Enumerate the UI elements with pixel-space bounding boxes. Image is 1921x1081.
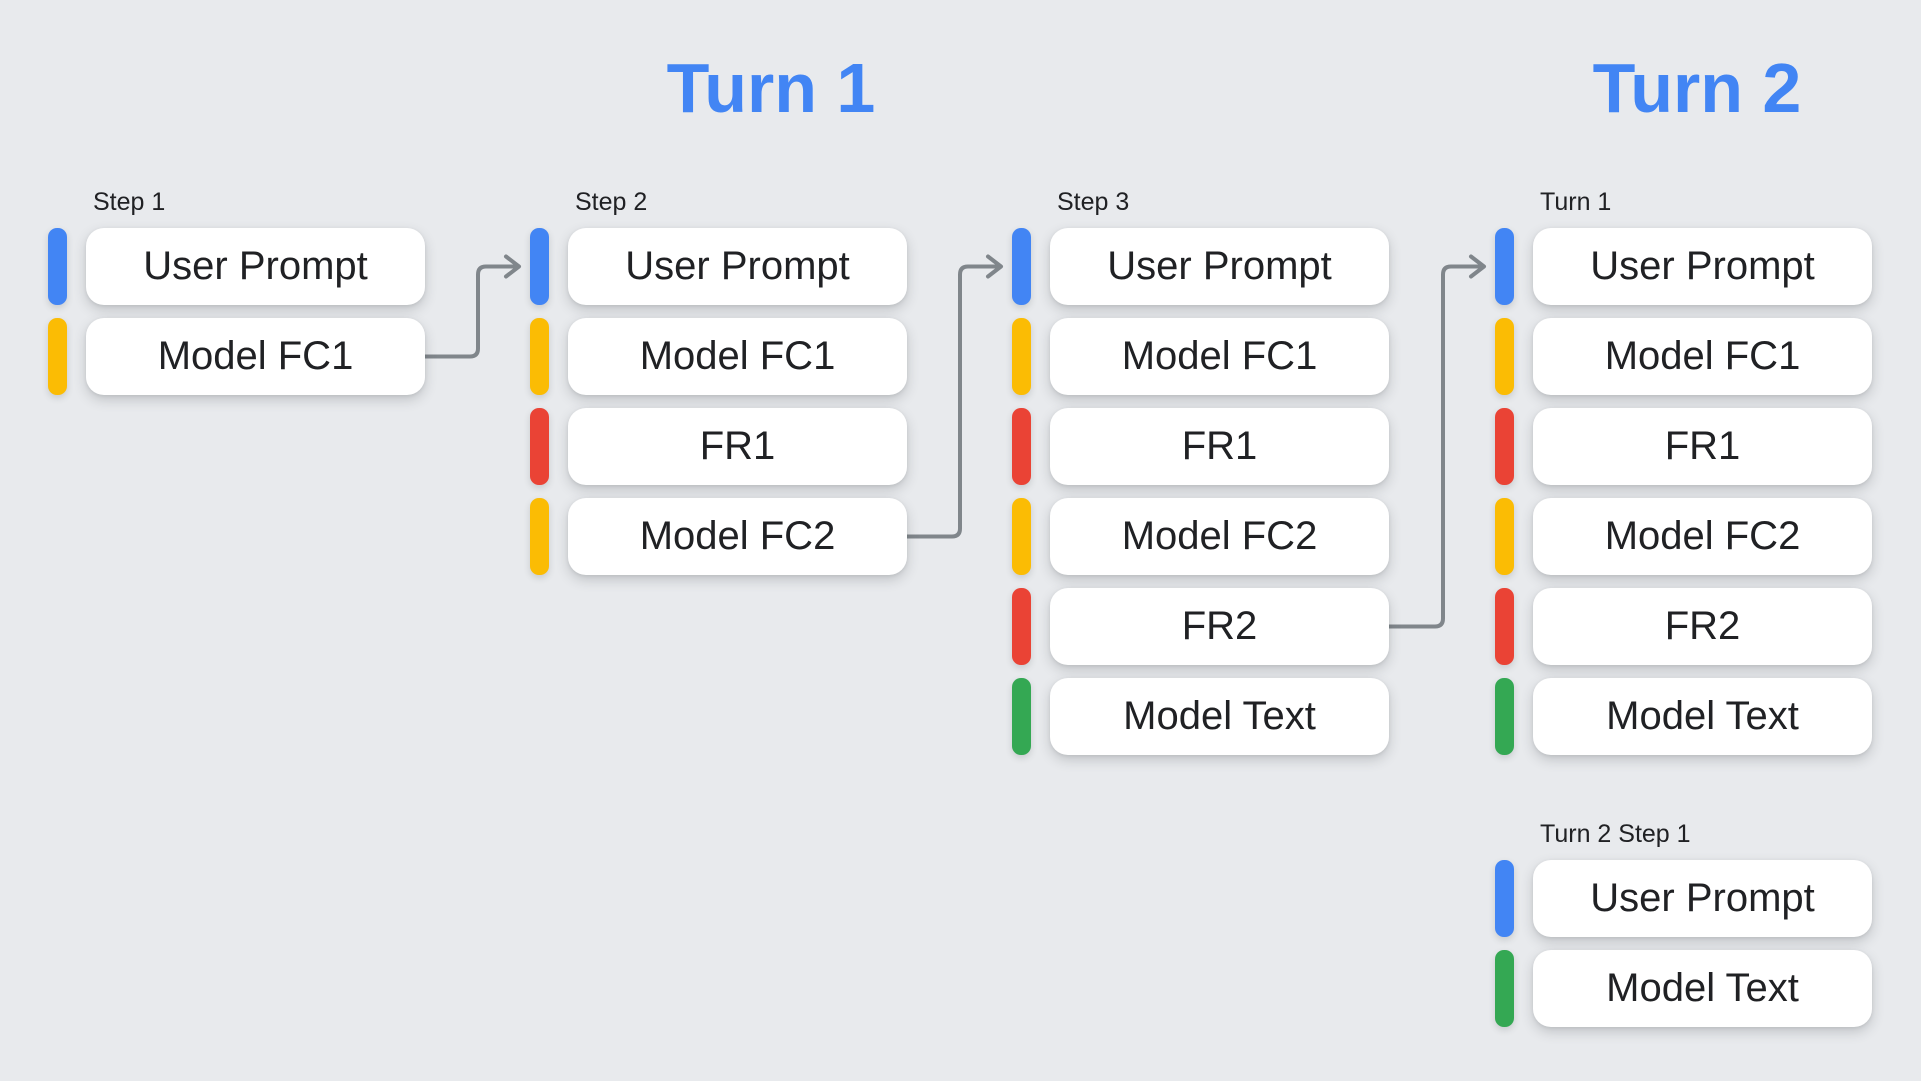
blue-accent-bar xyxy=(530,228,549,305)
arrow-connector xyxy=(905,254,1003,539)
red-accent-bar xyxy=(1012,408,1031,485)
yellow-accent-bar xyxy=(1495,318,1514,395)
arrow-connector xyxy=(1387,254,1486,629)
card-fr1: FR1 xyxy=(1533,408,1872,485)
yellow-accent-bar xyxy=(530,498,549,575)
red-accent-bar xyxy=(1012,588,1031,665)
card-fr2: FR2 xyxy=(1533,588,1872,665)
card-model-fc1: Model FC1 xyxy=(568,318,907,395)
red-accent-bar xyxy=(1495,588,1514,665)
card-model-fc2: Model FC2 xyxy=(1050,498,1389,575)
card-user-prompt: User Prompt xyxy=(568,228,907,305)
group-label-turn1-summary: Turn 1 xyxy=(1540,188,1612,216)
yellow-accent-bar xyxy=(1012,318,1031,395)
yellow-accent-bar xyxy=(1012,498,1031,575)
card-model-fc2: Model FC2 xyxy=(1533,498,1872,575)
card-model-fc1: Model FC1 xyxy=(86,318,425,395)
card-model-text: Model Text xyxy=(1050,678,1389,755)
arrow-connector xyxy=(423,254,521,359)
yellow-accent-bar xyxy=(1495,498,1514,575)
card-fr1: FR1 xyxy=(568,408,907,485)
turn1-title: Turn 1 xyxy=(666,49,876,127)
group-label-step3: Step 3 xyxy=(1057,188,1130,216)
green-accent-bar xyxy=(1012,678,1031,755)
green-accent-bar xyxy=(1495,950,1514,1027)
yellow-accent-bar xyxy=(48,318,67,395)
blue-accent-bar xyxy=(1012,228,1031,305)
blue-accent-bar xyxy=(1495,860,1514,937)
blue-accent-bar xyxy=(1495,228,1514,305)
card-user-prompt: User Prompt xyxy=(1050,228,1389,305)
card-model-fc1: Model FC1 xyxy=(1533,318,1872,395)
yellow-accent-bar xyxy=(530,318,549,395)
group-label-step1: Step 1 xyxy=(93,188,166,216)
turn2-title: Turn 2 xyxy=(1592,49,1802,127)
card-model-text: Model Text xyxy=(1533,950,1872,1027)
card-fr2: FR2 xyxy=(1050,588,1389,665)
card-user-prompt: User Prompt xyxy=(1533,228,1872,305)
blue-accent-bar xyxy=(48,228,67,305)
card-model-fc2: Model FC2 xyxy=(568,498,907,575)
red-accent-bar xyxy=(1495,408,1514,485)
card-model-text: Model Text xyxy=(1533,678,1872,755)
group-label-turn2-step1: Turn 2 Step 1 xyxy=(1540,820,1691,848)
card-user-prompt: User Prompt xyxy=(86,228,425,305)
group-label-step2: Step 2 xyxy=(575,188,648,216)
card-fr1: FR1 xyxy=(1050,408,1389,485)
green-accent-bar xyxy=(1495,678,1514,755)
card-model-fc1: Model FC1 xyxy=(1050,318,1389,395)
card-user-prompt: User Prompt xyxy=(1533,860,1872,937)
red-accent-bar xyxy=(530,408,549,485)
